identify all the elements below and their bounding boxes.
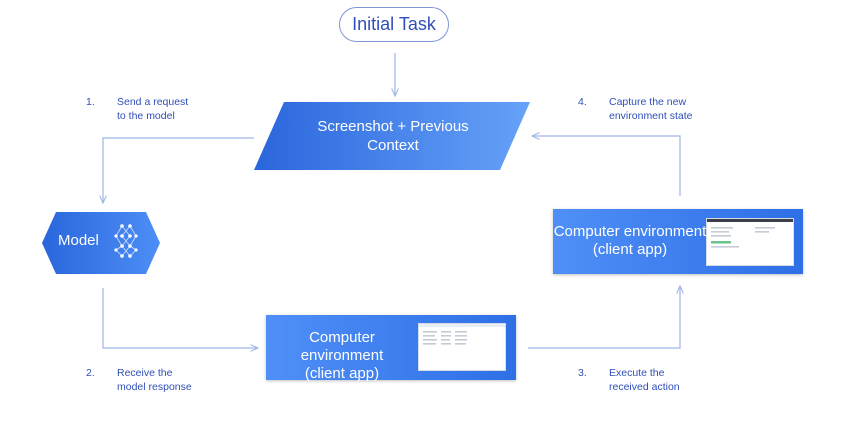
- step-3-line2: received action: [609, 381, 680, 393]
- step-3-line1: Execute the: [609, 367, 665, 379]
- env-right-line1: Computer environment: [553, 223, 707, 240]
- step-4-line2: environment state: [609, 110, 693, 122]
- app-screenshot-thumbnail-updated: [706, 218, 794, 266]
- env-bottom-line2: (client app): [304, 365, 380, 382]
- app-screenshot-thumbnail: [418, 323, 506, 371]
- step-2-line1: Receive the: [117, 367, 173, 379]
- arrow-env-to-context: [532, 136, 681, 196]
- context-label: Screenshot + Previous Context: [300, 112, 486, 160]
- initial-task-node: Initial Task: [339, 7, 449, 42]
- step-4-line1: Capture the new: [609, 96, 687, 108]
- env-bottom-label: Computer environment (client app): [266, 329, 418, 383]
- model-node: [42, 212, 160, 274]
- step-1-line2: to the model: [117, 110, 175, 122]
- context-label-line2: Context: [367, 137, 419, 154]
- context-label-line1: Screenshot + Previous: [317, 118, 469, 135]
- step-1-line1: Send a request: [117, 96, 189, 108]
- arrow-model-to-env: [102, 288, 258, 348]
- step-2-line2: model response: [117, 381, 192, 393]
- env-box-right: Computer environment (client app): [553, 209, 803, 274]
- env-right-label: Computer environment (client app): [553, 223, 707, 259]
- step-3-number: 3.: [578, 367, 587, 379]
- env-box-bottom: Computer environment (client app): [266, 315, 516, 383]
- env-bottom-line1: Computer environment: [300, 329, 384, 364]
- arrow-context-to-model: [103, 137, 254, 203]
- arrow-env-to-env: [528, 286, 680, 349]
- step-1-number: 1.: [86, 96, 95, 108]
- initial-task-label: Initial Task: [352, 14, 436, 34]
- model-label: Model: [58, 232, 99, 249]
- step-2-number: 2.: [86, 367, 95, 379]
- context-node: [254, 102, 530, 170]
- step-4-number: 4.: [578, 96, 587, 108]
- env-right-line2: (client app): [592, 241, 668, 258]
